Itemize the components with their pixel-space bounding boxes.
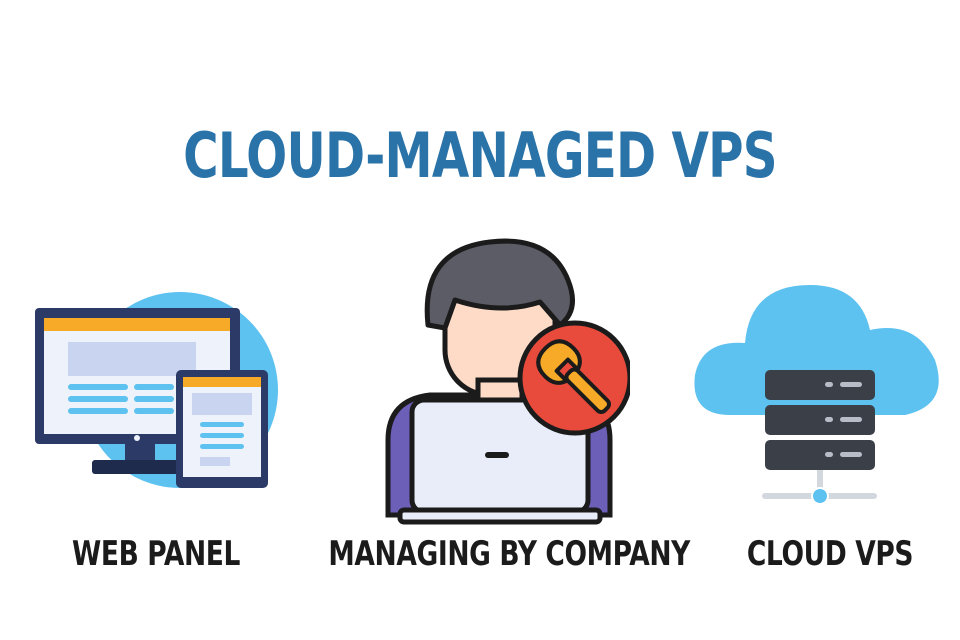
- label-cloud-vps: CLOUD VPS: [746, 534, 914, 574]
- label-managing-by-company: MANAGING BY COMPANY: [328, 534, 690, 574]
- web-panel-monitor-tablet-icon: [35, 292, 278, 488]
- page-title: CLOUD-MANAGED VPS: [183, 119, 777, 192]
- label-web-panel: WEB PANEL: [72, 534, 241, 574]
- support-person-wrench-icon: [385, 238, 630, 525]
- cloud-server-icon: [694, 285, 939, 505]
